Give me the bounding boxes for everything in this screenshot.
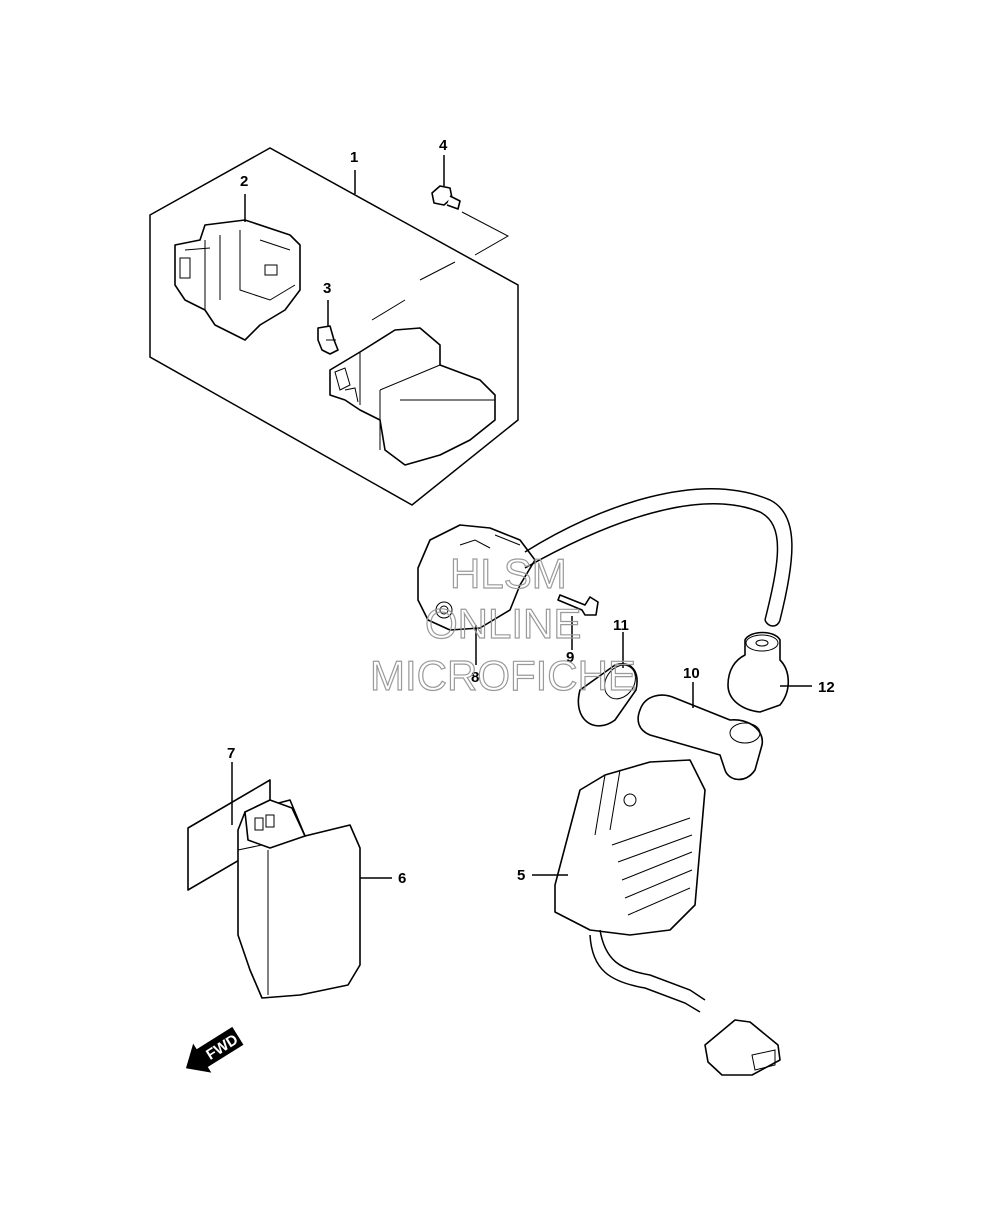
callout-8: 8: [471, 669, 479, 686]
rectifier-sensor-part-8: [417, 524, 536, 665]
fwd-arrow-icon: [185, 1026, 244, 1073]
hose-tube: [524, 488, 793, 627]
forward-direction-arrow: FWD: [185, 1026, 244, 1073]
watermark-line-2: ONLINE: [425, 600, 581, 647]
cdi-unit-part-6: [237, 799, 392, 999]
screw-part-9: [557, 594, 599, 650]
fuse-part-3: [317, 300, 339, 355]
regulator-rectifier-part-5: [532, 759, 781, 1076]
callout-4: 4: [439, 137, 448, 154]
watermark: HLSM ONLINE MICROFICHE: [369, 549, 636, 699]
callout-labels: 1 2 3 4 5 6 7 8 9 10 11 12: [227, 137, 835, 887]
callout-11: 11: [613, 617, 629, 634]
boot-cap-part-12: [727, 631, 812, 713]
callout-12: 12: [818, 679, 835, 696]
watermark-line-3: MICROFICHE: [370, 652, 636, 699]
callout-7: 7: [227, 745, 235, 762]
assembly-box-part-1: [149, 147, 519, 506]
callout-6: 6: [398, 870, 406, 887]
callout-10: 10: [683, 665, 700, 682]
callout-3: 3: [323, 280, 331, 297]
watermark-line-1: HLSM: [450, 550, 567, 597]
callout-9: 9: [566, 649, 574, 666]
starter-relay: [329, 327, 496, 466]
callout-1: 1: [350, 149, 358, 166]
relay-holder-part-2: [174, 194, 301, 341]
grommet-ring-part-11: [577, 632, 638, 727]
callout-5: 5: [517, 867, 525, 884]
callout-2: 2: [240, 173, 248, 190]
bolt-part-4: [371, 155, 510, 321]
elbow-cap-part-10: [637, 682, 764, 781]
